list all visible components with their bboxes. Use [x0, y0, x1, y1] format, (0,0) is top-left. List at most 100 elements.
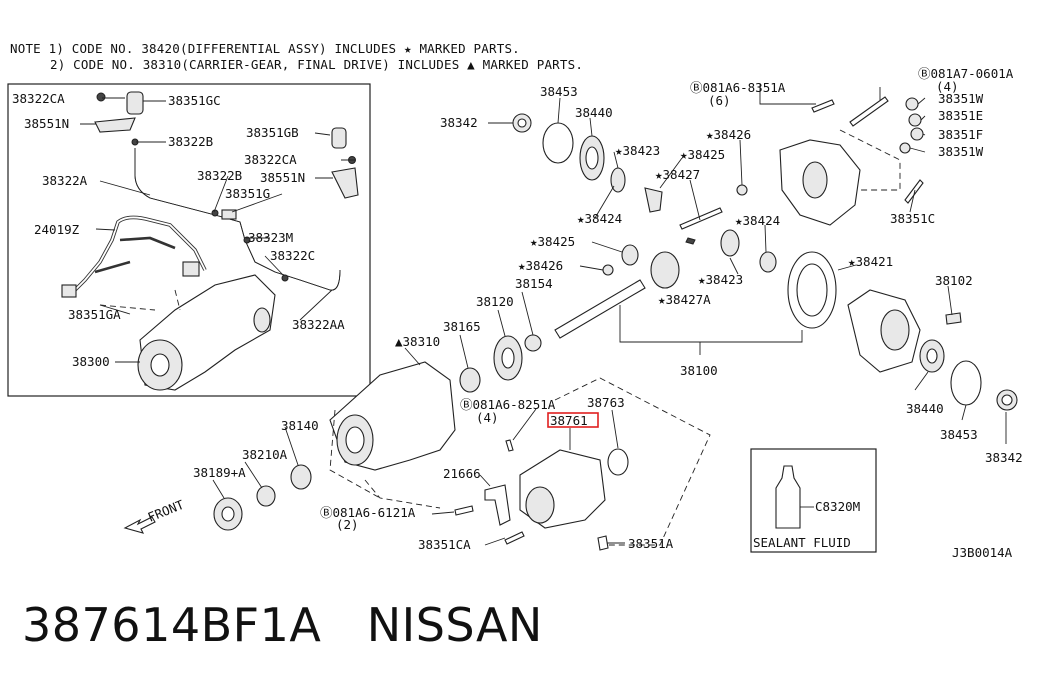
- label-38425-b: ★38425: [530, 234, 575, 249]
- label-38102: 38102: [935, 273, 973, 288]
- bolt-081a6-8251a: [505, 439, 514, 452]
- label-38322b-b: 38322B: [197, 168, 242, 183]
- label-38322c: 38322C: [270, 248, 315, 263]
- label-24019z: 24019Z: [34, 222, 80, 237]
- bracket-38551n-b: [331, 167, 359, 199]
- o-ring-38453-a: [542, 122, 574, 164]
- bearing-38120-inner: [501, 347, 515, 369]
- label-38300: 38300: [72, 354, 110, 369]
- sleeve-38165: [459, 367, 481, 393]
- label-081a6-8251a: Ⓑ081A6-8251A: [460, 397, 556, 412]
- bearing-38440-b-inner: [926, 348, 938, 364]
- label-38453-b: 38453: [940, 427, 978, 442]
- sealant-box: [750, 448, 877, 553]
- plug-38351e: [908, 113, 922, 127]
- carrier-hub-38300: [150, 353, 170, 377]
- label-081a6-8351a: Ⓑ081A6-8351A: [690, 80, 786, 95]
- sensor-38351gb: [331, 127, 347, 149]
- side-gear-38423-b: [720, 229, 740, 257]
- label-38424-b: ★38424: [735, 213, 780, 228]
- label-38421: ★38421: [848, 254, 893, 269]
- label-38427a: ★38427A: [658, 292, 711, 307]
- diff-case-hub: [880, 309, 910, 351]
- label-38120: 38120: [476, 294, 514, 309]
- oil-seal-38189a-inner: [221, 506, 235, 522]
- label-38453-a: 38453: [540, 84, 578, 99]
- dash-38351ga: [99, 289, 181, 311]
- label-38426-b: ★38426: [518, 258, 563, 273]
- label-38440-b: 38440: [906, 401, 944, 416]
- washer-38426-a: [736, 184, 748, 196]
- label-sealant-fluid: SEALANT FLUID: [753, 535, 851, 550]
- stud-38351ca: [504, 531, 525, 545]
- label-38551n-a: 38551N: [24, 116, 69, 131]
- harness-24019z-branch: [94, 236, 176, 274]
- leader-lines: [80, 84, 1007, 546]
- washer-38351w-b: [899, 142, 911, 154]
- label-38342-a: 38342: [440, 115, 478, 130]
- o-ring-38453-b: [950, 360, 982, 406]
- stud-38351c: [904, 179, 924, 204]
- label-38761: 38761: [550, 413, 588, 428]
- label-38351w-b: 38351W: [938, 144, 984, 159]
- label-38322aa: 38322AA: [292, 317, 345, 332]
- label-38322b-a: 38322B: [168, 134, 213, 149]
- harness-24019z: [68, 215, 207, 297]
- label-38351ga: 38351GA: [68, 307, 121, 322]
- label-38323m: 38323M: [248, 230, 293, 245]
- clip-38322c: [281, 274, 289, 282]
- clip-38322ca-a: [96, 92, 106, 102]
- connector-38351ga: [61, 284, 77, 298]
- note-line-1: NOTE 1) CODE NO. 38420(DIFFERENTIAL ASSY…: [10, 41, 520, 56]
- dash-cover: [839, 129, 901, 191]
- label-38351g: 38351G: [225, 186, 270, 201]
- plug-38351f: [910, 127, 924, 141]
- label-081a6-6121a: Ⓑ081A6-6121A: [320, 505, 416, 520]
- label-38140: 38140: [281, 418, 319, 433]
- sensor-38351gc: [126, 91, 144, 115]
- label-38423-a: ★38423: [615, 143, 660, 158]
- label-38351f: 38351F: [938, 127, 983, 142]
- bolt-081a6-8351a: [811, 99, 835, 113]
- side-gear-38423-a: [610, 167, 626, 193]
- dash-rear-cover: [364, 377, 711, 546]
- connector-38351g: [221, 209, 237, 220]
- drive-pinion-gear-38100: [650, 251, 680, 289]
- part-caption: 387614BF1A NISSAN: [22, 598, 543, 652]
- label-081a6-8251a-qty: (4): [476, 410, 499, 425]
- label-38351ca: 38351CA: [418, 537, 471, 552]
- carrier-side-38300: [253, 307, 271, 333]
- oil-seal-38342-b-inner: [1001, 394, 1013, 406]
- rear-cover-38761-boss: [525, 486, 555, 524]
- label-38351gb: 38351GB: [246, 125, 299, 140]
- bolt-38102: [945, 312, 962, 325]
- drive-pinion-38100: [554, 279, 646, 339]
- bolt-38351a: [597, 535, 609, 551]
- clip-38323m: [243, 236, 251, 244]
- label-38322ca-a: 38322CA: [12, 91, 65, 106]
- bearing-38440-a-inner: [585, 146, 599, 170]
- sealant-bottle: [775, 465, 801, 529]
- bracket-38551n-a: [94, 117, 136, 133]
- label-21666: 21666: [443, 466, 481, 481]
- label-c8320m: C8320M: [815, 499, 860, 514]
- label-38322a: 38322A: [42, 173, 88, 188]
- washer-38426-b: [602, 264, 614, 276]
- label-081a6-6121a-qty: (2): [336, 517, 359, 532]
- bracket-38100: [619, 305, 803, 343]
- label-38423-b: ★38423: [698, 272, 743, 287]
- label-081a7-0601a: Ⓑ081A7-0601A: [918, 66, 1014, 81]
- label-38425-a: ★38425: [680, 147, 725, 162]
- bearing-38140: [290, 464, 312, 490]
- harness-24019z-inner: [69, 216, 206, 296]
- carrier-gear-38310-bore-inner: [345, 426, 365, 454]
- bolt-081a7-0601a: [849, 96, 889, 127]
- label-38154: 38154: [515, 276, 553, 291]
- connector-24019z: [182, 261, 200, 277]
- label-ref-code: J3B0014A: [952, 545, 1013, 560]
- label-38351w-a: 38351W: [938, 91, 984, 106]
- label-38351e: 38351E: [938, 108, 983, 123]
- label-front: FRONT: [146, 497, 187, 525]
- label-081a6-8351a-qty: (6): [708, 93, 731, 108]
- label-38440-a: 38440: [575, 105, 613, 120]
